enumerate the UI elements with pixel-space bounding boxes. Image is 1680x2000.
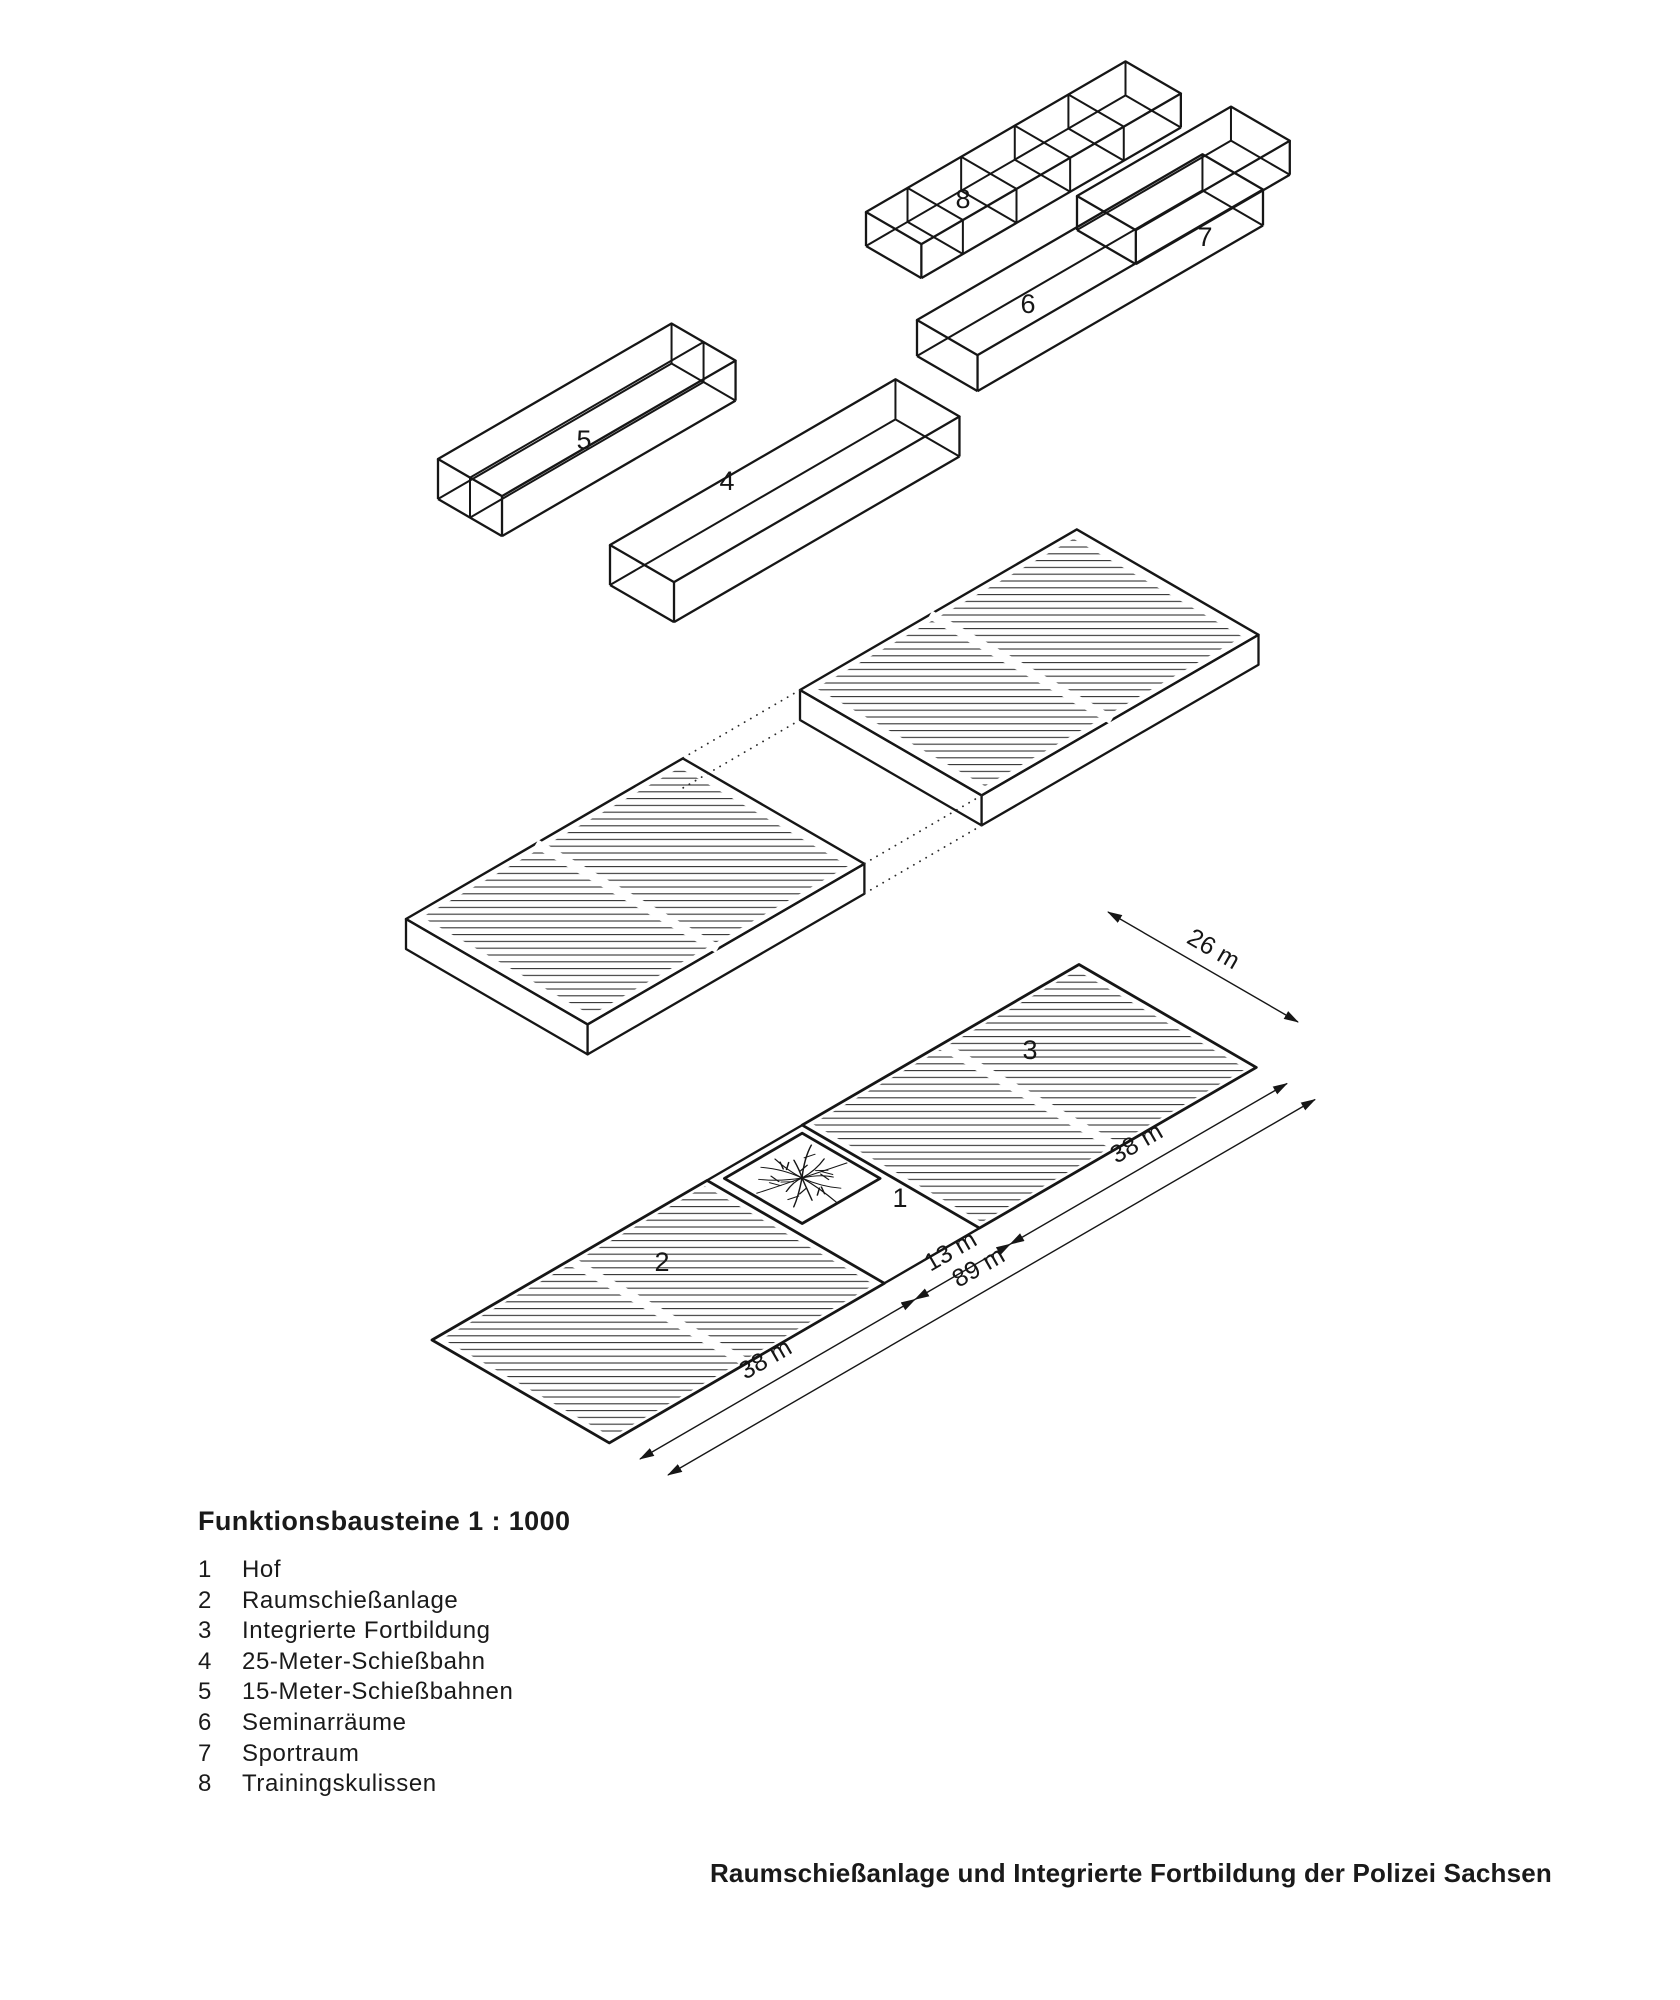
- dimension-lines: [639, 911, 1316, 1476]
- legend: Funktionsbausteine 1 : 1000 1 Hof 2 Raum…: [198, 1506, 570, 1800]
- legend-item-label: Trainingskulissen: [242, 1770, 437, 1798]
- legend-item-number: 1: [198, 1556, 212, 1583]
- legend-item-label: Integrierte Fortbildung: [242, 1617, 491, 1645]
- legend-item-number: 6: [198, 1708, 212, 1736]
- label-area-hof: 1: [892, 1183, 907, 1213]
- label-block-4: 4: [719, 466, 734, 496]
- label-block-7: 7: [1197, 222, 1212, 252]
- figure-caption: Raumschießanlage und Integrierte Fortbil…: [709, 1858, 1552, 1888]
- legend-title: Funktionsbausteine 1 : 1000: [198, 1506, 571, 1536]
- legend-item-label: 25-Meter-Schießbahn: [242, 1647, 486, 1675]
- legend-item-number: 5: [198, 1678, 212, 1706]
- legend-item-number: 3: [198, 1617, 212, 1645]
- building-slabs: [404, 528, 1260, 1056]
- label-area-fortbildung: 3: [1022, 1035, 1037, 1065]
- legend-item: 6 Seminarräume: [198, 1708, 570, 1739]
- legend-item: 8 Trainingskulissen: [198, 1769, 570, 1800]
- dotted-connectors: [682, 689, 983, 895]
- legend-item-number: 2: [198, 1586, 212, 1614]
- legend-item-label: Hof: [242, 1556, 282, 1583]
- legend-item-label: 15-Meter-Schießbahnen: [242, 1678, 514, 1706]
- legend-item-number: 8: [198, 1770, 212, 1798]
- legend-item-label: Raumschießanlage: [242, 1586, 459, 1614]
- legend-item: 2 Raumschießanlage: [198, 1586, 570, 1617]
- legend-item: 1 Hof: [198, 1555, 570, 1586]
- label-block-8: 8: [955, 184, 970, 214]
- legend-item: 4 25-Meter-Schießbahn: [198, 1647, 570, 1678]
- legend-item: 5 15-Meter-Schießbahnen: [198, 1677, 570, 1708]
- legend-item-label: Seminarräume: [242, 1708, 407, 1736]
- legend-item-number: 7: [198, 1739, 212, 1767]
- function-trays: [436, 60, 1291, 624]
- label-block-5: 5: [576, 425, 591, 455]
- legend-item: 7 Sportraum: [198, 1739, 570, 1770]
- label-area-raumschiessanlage: 2: [654, 1247, 669, 1277]
- legend-item-number: 4: [198, 1647, 212, 1675]
- legend-item: 3 Integrierte Fortbildung: [198, 1616, 570, 1647]
- dim-label-26m: 26 m: [1182, 923, 1244, 975]
- label-block-6: 6: [1020, 289, 1035, 319]
- legend-item-label: Sportraum: [242, 1739, 360, 1767]
